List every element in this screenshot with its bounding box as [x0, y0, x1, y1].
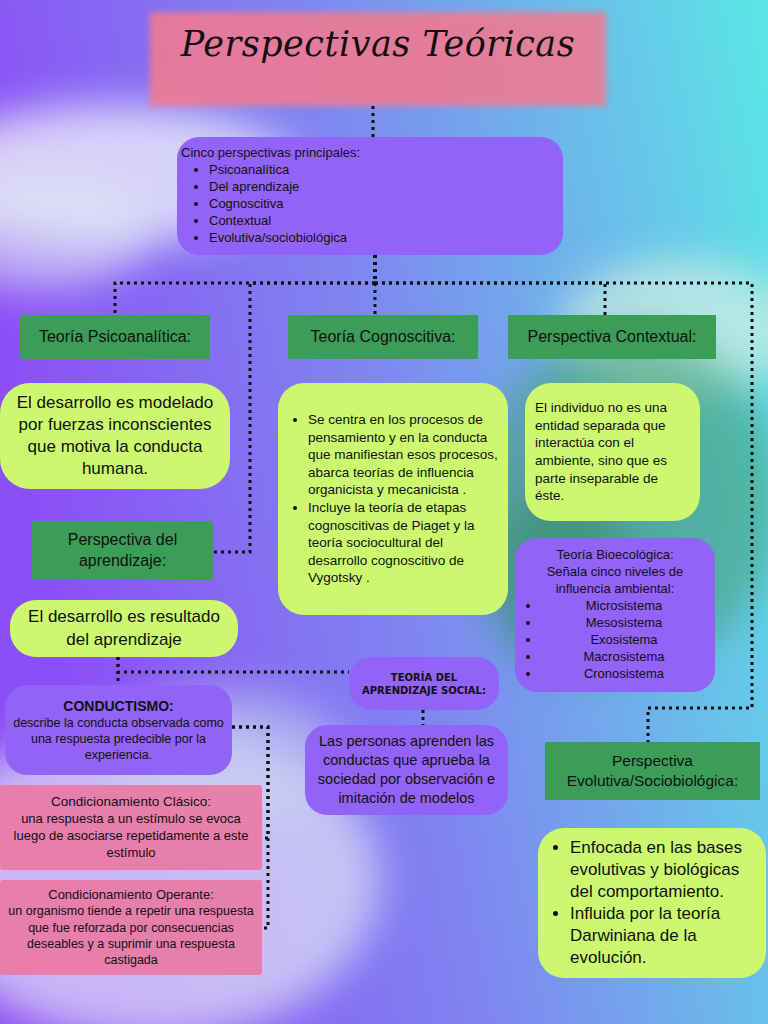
box-text: El individuo no es una entidad separada …	[535, 399, 690, 504]
header-box: Perspectiva del aprendizaje:	[32, 521, 213, 580]
bullet-item: Mesosistema	[541, 615, 707, 632]
bullet-item: Del aprendizaje	[209, 179, 553, 196]
box-text: describe la conducta observada como una …	[13, 715, 224, 764]
cloud-wash	[0, 170, 150, 290]
box-text: Teoría Cognoscitiva:	[294, 327, 472, 348]
bullet-list: Se centra en los procesos de pensamiento…	[288, 411, 498, 586]
box-text: una respuesta a un estímulo se evoca lue…	[4, 811, 258, 862]
header-box: Teoría Psicoanalítica:	[20, 315, 210, 359]
bullet-list: PsicoanalíticaDel aprendizajeCognoscitiv…	[181, 162, 553, 246]
pink-brush-box: Condicionamiento Operante:un organismo t…	[0, 880, 262, 975]
box-text: El desarrollo es modelado por fuerzas in…	[10, 392, 220, 480]
purple-box: TEORÍA DEL APRENDIZAJE SOCIAL:	[349, 657, 499, 710]
bullet-list: Enfocada en las bases evolutivas y bioló…	[548, 837, 756, 970]
bullet-item: Microsistema	[541, 598, 707, 615]
purple-box: CONDUCTISMO:describe la conducta observa…	[5, 685, 232, 775]
bullet-item: Se centra en los procesos de pensamiento…	[308, 411, 498, 499]
box-heading: Condicionamiento Operante:	[4, 887, 258, 904]
bullet-item: Incluye la teoría de etapas cognoscitiva…	[308, 499, 498, 587]
box-heading: CONDUCTISMO:	[13, 697, 224, 715]
bullet-item: Exosistema	[541, 632, 707, 649]
header-box: Perspectiva Evolutiva/Sociobiológica:	[545, 742, 760, 800]
bullet-item: Cronosistema	[541, 666, 707, 683]
content-box: El individuo no es una entidad separada …	[525, 383, 700, 521]
bullet-item: Macrosistema	[541, 649, 707, 666]
box-heading: Teoría Bioecológica:	[523, 547, 707, 564]
box-text: Señala cinco niveles de influencia ambie…	[523, 564, 707, 598]
header-box: Teoría Cognoscitiva:	[288, 315, 478, 359]
content-box: Enfocada en las bases evolutivas y bioló…	[538, 828, 766, 978]
dotted-connector	[117, 657, 120, 685]
content-box: Se centra en los procesos de pensamiento…	[278, 383, 508, 615]
purple-box: Cinco perspectivas principales:Psicoanal…	[177, 137, 563, 255]
bullet-item: Contextual	[209, 213, 553, 230]
purple-box: Teoría Bioecológica:Señala cinco niveles…	[515, 538, 715, 692]
box-text: Teoría Psicoanalítica:	[26, 327, 204, 348]
bullet-list: MicrosistemaMesosistemaExosistemaMacrosi…	[523, 598, 707, 682]
box-heading: Condicionamiento Clásico:	[4, 793, 258, 811]
box-text: un organismo tiende a repetir una respue…	[4, 903, 258, 968]
content-box: El desarrollo es modelado por fuerzas in…	[0, 383, 230, 489]
dotted-connector	[115, 255, 375, 315]
box-text: Perspectiva Contextual:	[514, 327, 710, 348]
box-text: Perspectiva del aprendizaje:	[38, 530, 207, 572]
bullet-item: Enfocada en las bases evolutivas y bioló…	[570, 837, 756, 903]
diagram-title: Perspectivas Teóricas	[148, 24, 608, 64]
bullet-item: Evolutiva/sociobiológica	[209, 230, 553, 247]
box-text: El desarrollo es resultado del aprendiza…	[20, 606, 228, 650]
dotted-connector	[118, 657, 349, 672]
title-leader-line	[372, 106, 375, 137]
bullet-item: Influida por la teoría Darwiniana de la …	[570, 903, 756, 969]
bullet-item: Psicoanalítica	[209, 162, 553, 179]
purple-box: Las personas aprenden las conductas que …	[305, 725, 508, 815]
content-box: El desarrollo es resultado del aprendiza…	[10, 600, 238, 657]
box-heading: Cinco perspectivas principales:	[181, 145, 553, 162]
dotted-connector	[422, 710, 425, 725]
bullet-item: Cognoscitiva	[209, 196, 553, 213]
dotted-connector	[375, 255, 605, 315]
box-text: Perspectiva Evolutiva/Sociobiológica:	[551, 751, 754, 791]
header-box: Perspectiva Contextual:	[508, 315, 716, 359]
box-text: TEORÍA DEL APRENDIZAJE SOCIAL:	[357, 671, 491, 697]
box-text: Las personas aprenden las conductas que …	[313, 732, 500, 807]
pink-brush-box: Condicionamiento Clásico:una respuesta a…	[0, 785, 262, 870]
dotted-connector	[374, 255, 377, 315]
